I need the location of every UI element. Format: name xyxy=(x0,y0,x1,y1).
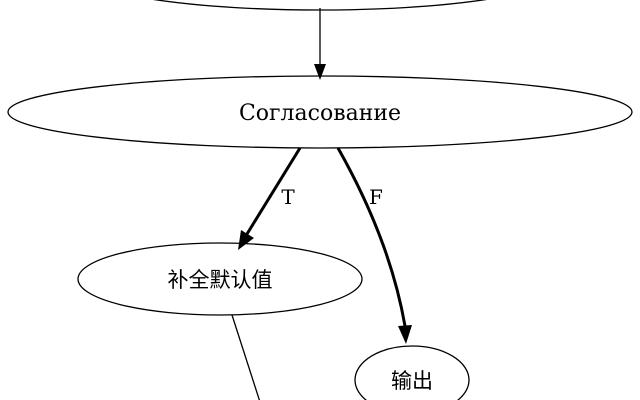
node-output-label: 输出 xyxy=(391,369,433,393)
node-output-shape xyxy=(354,345,470,400)
edge-false-label: F xyxy=(369,185,383,209)
node-agreement: Согласование xyxy=(7,75,633,149)
node-fill-defaults: 补全默认值 xyxy=(77,242,363,316)
edge-fill-defaults-down xyxy=(231,314,261,400)
node-fill-defaults-shape xyxy=(77,242,363,316)
node-agreement-shape xyxy=(7,75,633,149)
edge-top-to-agreement xyxy=(314,8,326,80)
edge-true-label: T xyxy=(281,185,295,209)
node-fill-defaults-label: 补全默认值 xyxy=(168,268,273,292)
node-agreement-label: Согласование xyxy=(239,101,401,126)
edge-false-branch: F xyxy=(336,147,412,344)
edge-true-branch: T xyxy=(238,147,302,250)
node-output: 输出 xyxy=(354,345,470,400)
